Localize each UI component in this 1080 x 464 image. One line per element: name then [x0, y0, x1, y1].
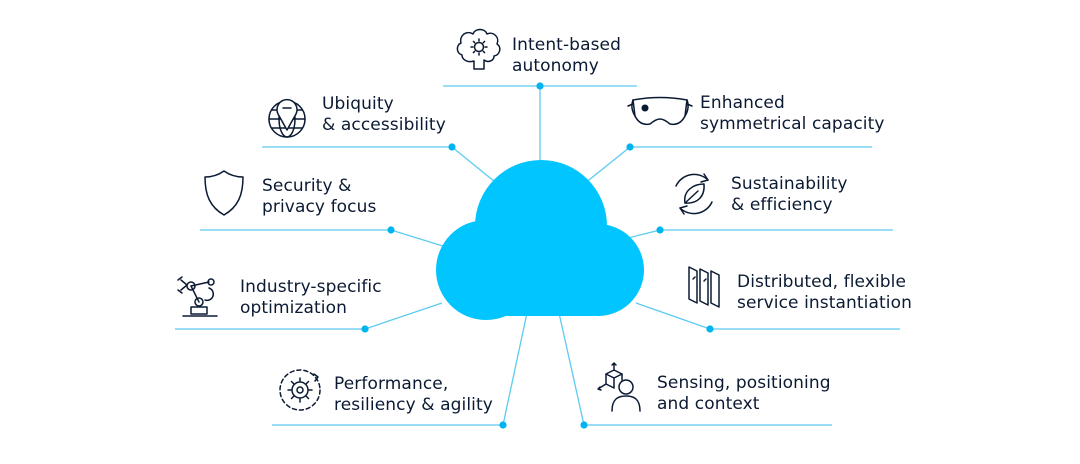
dot-performance	[499, 421, 507, 429]
connector-dots	[361, 82, 714, 429]
feature-label-line: Performance,	[334, 374, 449, 394]
feature-label-line: Sustainability	[731, 174, 848, 194]
connector-performance	[502, 312, 528, 426]
feature-label-line: Intent-based	[512, 35, 622, 55]
connectors	[175, 85, 900, 426]
connector-security	[390, 229, 447, 248]
feature-label-sensing: Sensing, positioning and context	[657, 373, 831, 415]
feature-label-line: Security &	[262, 176, 352, 196]
feature-label-intent: Intent-based autonomy	[512, 35, 621, 77]
feature-label-line: optimization	[240, 298, 347, 318]
dot-security	[387, 226, 395, 234]
globe-pin-icon	[268, 98, 306, 138]
vr-headset-icon	[627, 96, 693, 126]
feature-label-industry: Industry-specific optimization	[240, 277, 382, 319]
feature-label-security: Security & privacy focus	[262, 176, 376, 218]
dot-sensing	[580, 421, 588, 429]
feature-label-line: service instantiation	[737, 293, 912, 313]
person-cube-icon	[597, 362, 641, 412]
feature-label-line: Ubiquity	[322, 94, 394, 114]
stacked-layers-icon	[688, 266, 720, 308]
gear-cycle-icon	[279, 369, 321, 411]
connector-industry	[364, 302, 443, 330]
brain-gear-icon	[456, 28, 501, 70]
feature-label-ubiquity: Ubiquity & accessibility	[322, 94, 446, 136]
dot-enhanced	[626, 143, 634, 151]
leaf-cycle-icon	[675, 173, 713, 215]
feature-label-line: symmetrical capacity	[700, 114, 885, 134]
feature-label-sustainability: Sustainability & efficiency	[731, 174, 848, 216]
feature-label-enhanced: Enhanced symmetrical capacity	[700, 93, 885, 135]
robot-arm-icon	[177, 276, 218, 317]
feature-label-line: Enhanced	[700, 93, 785, 113]
shield-icon	[204, 170, 244, 216]
feature-label-line: resiliency & agility	[334, 395, 493, 415]
feature-label-line: and context	[657, 394, 760, 414]
feature-label-line: privacy focus	[262, 197, 377, 217]
feature-label-line: Sensing, positioning	[657, 373, 831, 393]
cloud-icon	[436, 160, 644, 320]
dot-distributed	[706, 325, 714, 333]
feature-label-distributed: Distributed, flexible service instantiat…	[737, 272, 912, 314]
connector-ubiquity	[451, 146, 501, 187]
feature-label-performance: Performance, resiliency & agility	[334, 374, 493, 416]
feature-label-line: & efficiency	[731, 195, 833, 215]
feature-label-line: Industry-specific	[240, 277, 382, 297]
dot-industry	[361, 325, 369, 333]
dot-intent	[536, 82, 544, 90]
feature-label-line: autonomy	[512, 56, 599, 76]
feature-label-line: Distributed, flexible	[737, 272, 907, 292]
dot-ubiquity	[448, 143, 456, 151]
dot-sustainability	[656, 226, 664, 234]
feature-label-line: & accessibility	[322, 115, 446, 135]
connector-sensing	[558, 312, 585, 426]
connector-distributed	[635, 302, 711, 330]
connector-enhanced	[583, 146, 631, 185]
